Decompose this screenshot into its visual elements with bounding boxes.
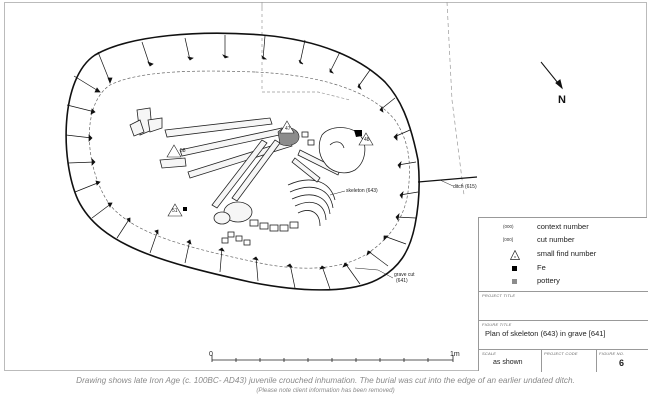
project-title-label: PROJECT TITLE (482, 293, 516, 298)
legend-item-small-find: x small find number (479, 249, 648, 261)
grave-cut-outline (65, 32, 421, 291)
north-label: N (558, 94, 566, 106)
small-find-47: 47 (285, 126, 291, 132)
figure-no-label: FIGURE NO. (599, 351, 625, 356)
grave-cut-number: (641) (396, 278, 408, 284)
small-find-58: 58 (180, 148, 186, 154)
context-symbol: (000) (503, 224, 514, 229)
ditch-outline (261, 1, 465, 196)
figure-title: Plan of skeleton (643) in grave [641] (485, 329, 606, 338)
divider (479, 320, 648, 321)
figure-title-label: FIGURE TITLE (482, 322, 512, 327)
north-arrow-icon (540, 61, 563, 90)
small-find-51: 51 (172, 208, 178, 214)
legend-label: context number (537, 222, 589, 231)
divider (479, 349, 648, 350)
ditch-cut-line (417, 176, 478, 183)
legend-label: pottery (537, 276, 560, 285)
triangle-icon: x (510, 250, 520, 260)
scale-field-label: SCALE (482, 351, 497, 356)
skeleton-label: skeleton (643) (346, 188, 378, 194)
fe-marker (183, 207, 187, 211)
small-find-markers (166, 120, 374, 217)
grave-cut-label: grave cut (394, 272, 415, 278)
grave-base-outline (89, 70, 410, 269)
ditch-label: ditch (615) (453, 184, 477, 190)
divider (479, 291, 648, 292)
fe-find (354, 130, 362, 137)
svg-text:x: x (514, 254, 516, 259)
figure-caption: Drawing shows late Iron Age (c. 100BC- A… (76, 376, 575, 385)
divider (596, 349, 597, 372)
label-leaders (329, 179, 454, 279)
legend-item-pottery: pottery (479, 276, 648, 288)
small-find-48: 48 (364, 137, 370, 143)
legend-label: small find number (537, 249, 597, 258)
legend-item-cut: [000] cut number (479, 235, 648, 247)
legend-label: Fe (537, 263, 546, 272)
grave-plan (65, 1, 563, 362)
scale-value: as shown (493, 359, 523, 366)
slope-hachures (65, 35, 419, 290)
figure-number: 6 (619, 358, 625, 368)
pottery-square-icon (512, 279, 517, 284)
legend-item-fe: Fe (479, 263, 648, 275)
title-block: (000) context number [000] cut number x … (478, 217, 648, 372)
legend-item-context: (000) context number (479, 222, 648, 234)
scale-start-label: 0 (209, 351, 213, 358)
scale-bar (211, 355, 454, 362)
fe-square-icon (512, 266, 517, 271)
scale-end-label: 1m (450, 351, 460, 358)
skeleton-643 (129, 107, 366, 246)
legend-label: cut number (537, 235, 575, 244)
drawing-sheet (4, 2, 647, 371)
cut-symbol: [000] (503, 237, 514, 242)
divider (541, 349, 542, 372)
figure-note: (Please note client information has been… (256, 387, 395, 394)
project-code-label: PROJECT CODE (544, 351, 578, 356)
